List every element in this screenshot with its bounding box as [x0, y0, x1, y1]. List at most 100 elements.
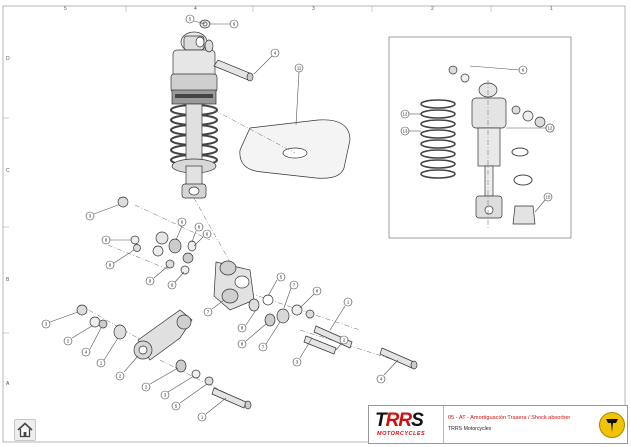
- callout: 13: [400, 126, 421, 136]
- home-button[interactable]: [14, 419, 36, 441]
- callout-label: 6: [206, 232, 209, 237]
- callout-label: 8: [105, 238, 108, 243]
- callout-label: 7: [262, 345, 265, 350]
- callout-label: 9: [149, 279, 152, 284]
- callout: 1: [329, 297, 353, 331]
- row-label: D: [6, 56, 10, 62]
- callout-label: 8: [316, 289, 319, 294]
- callout: 1: [197, 397, 227, 422]
- callout: 3: [292, 337, 313, 367]
- callout-label: 5: [280, 275, 283, 280]
- trrs-shield-icon: [599, 412, 625, 438]
- callout-label: 3: [89, 214, 92, 219]
- callout: 1: [96, 337, 119, 368]
- logo-letter: R: [398, 410, 412, 431]
- col-label: 3: [312, 6, 315, 12]
- callout-label: 5: [175, 404, 178, 409]
- callout: 8: [299, 286, 322, 309]
- callout-label: 2: [119, 374, 122, 379]
- logo-subtitle: MOTORCYCLES: [377, 431, 426, 437]
- callout-label: 3: [164, 393, 167, 398]
- callout-label: 12: [548, 126, 553, 131]
- top-hardware: [199, 19, 254, 82]
- home-icon: [17, 422, 33, 438]
- callout: 6: [193, 229, 212, 247]
- callout-label: 8: [241, 326, 244, 331]
- row-label: A: [6, 381, 10, 387]
- callout: 4: [376, 359, 399, 384]
- callout: 6: [175, 217, 187, 241]
- callout: 11: [294, 63, 304, 126]
- logo-letter: T: [375, 410, 387, 431]
- callout: 7: [203, 299, 225, 317]
- callout-label: 8: [109, 263, 112, 268]
- callout: 8: [191, 222, 204, 243]
- callout: 12: [400, 109, 421, 119]
- callout-label: 3: [45, 322, 48, 327]
- callout: 2: [63, 325, 93, 346]
- callout-label: 6: [171, 283, 174, 288]
- linkage-rocker: [213, 260, 255, 311]
- callout-label: 7: [293, 283, 296, 288]
- callout-label: 2: [343, 338, 346, 343]
- callout-label: 12: [403, 112, 408, 117]
- col-label: 4: [194, 6, 197, 12]
- brand-logo: TRRS MOTORCYCLES: [369, 406, 444, 443]
- callout-label: 2: [145, 385, 148, 390]
- callout-label: 8: [241, 342, 244, 347]
- logo-letter: S: [411, 410, 424, 431]
- callout: 3: [85, 204, 119, 221]
- callout: 4: [81, 327, 102, 357]
- callout-label: 4: [380, 377, 383, 382]
- col-label: 2: [431, 6, 434, 12]
- swing-link: [76, 304, 418, 410]
- callout: 9: [145, 265, 169, 286]
- col-label: 1: [550, 6, 553, 12]
- callout-label: 4: [274, 51, 277, 56]
- callout: 7: [283, 280, 299, 309]
- callout-label: 6: [522, 68, 525, 73]
- callout-label: 10: [546, 195, 551, 200]
- logo-wordmark: TRRS: [375, 410, 424, 432]
- callout: 8: [101, 235, 131, 245]
- callout: 2: [115, 355, 139, 381]
- callout: 6: [167, 271, 185, 290]
- callout-label: 1: [100, 361, 103, 366]
- callout: 2: [335, 335, 349, 351]
- row-label: B: [6, 277, 10, 283]
- callout: 6: [469, 65, 528, 75]
- detail-damper: [471, 82, 507, 219]
- callout-label: 4: [85, 350, 88, 355]
- callout-label: 2: [67, 339, 70, 344]
- callout: 3: [160, 375, 195, 400]
- drawing-title: 05 - AT - Amortiguación Trasera / Shock …: [448, 415, 571, 421]
- callout-label: 5: [189, 17, 192, 22]
- callout-label: 6: [233, 22, 236, 27]
- callout-label: 11: [297, 66, 302, 71]
- callout-label: 3: [296, 360, 299, 365]
- detail-rings: [448, 65, 555, 225]
- callout: 12: [506, 123, 555, 133]
- callout: 7: [258, 321, 281, 352]
- callout: 10: [534, 192, 553, 213]
- drawing-subtitle: TRRS Motorcycles: [448, 426, 492, 432]
- col-label: 5: [64, 6, 67, 12]
- drawing-frame: [2, 5, 626, 443]
- row-label: C: [6, 168, 10, 174]
- callout: 2: [141, 367, 179, 392]
- callout-label: 6: [181, 220, 184, 225]
- callout-label: 1: [347, 300, 350, 305]
- callout: 6: [209, 19, 239, 29]
- logo-letter: R: [385, 410, 400, 431]
- callout: 5: [171, 383, 208, 411]
- callout: 8: [105, 249, 135, 270]
- callout: 8: [237, 323, 267, 349]
- callout-label: 8: [198, 225, 201, 230]
- callout: 5: [185, 14, 206, 25]
- title-block: TRRS MOTORCYCLES 05 - AT - Amortiguación…: [368, 405, 628, 444]
- callout: 4: [253, 48, 280, 75]
- callout-label: 7: [207, 310, 210, 315]
- callout-label: 1: [201, 415, 204, 420]
- callout: 3: [41, 311, 79, 329]
